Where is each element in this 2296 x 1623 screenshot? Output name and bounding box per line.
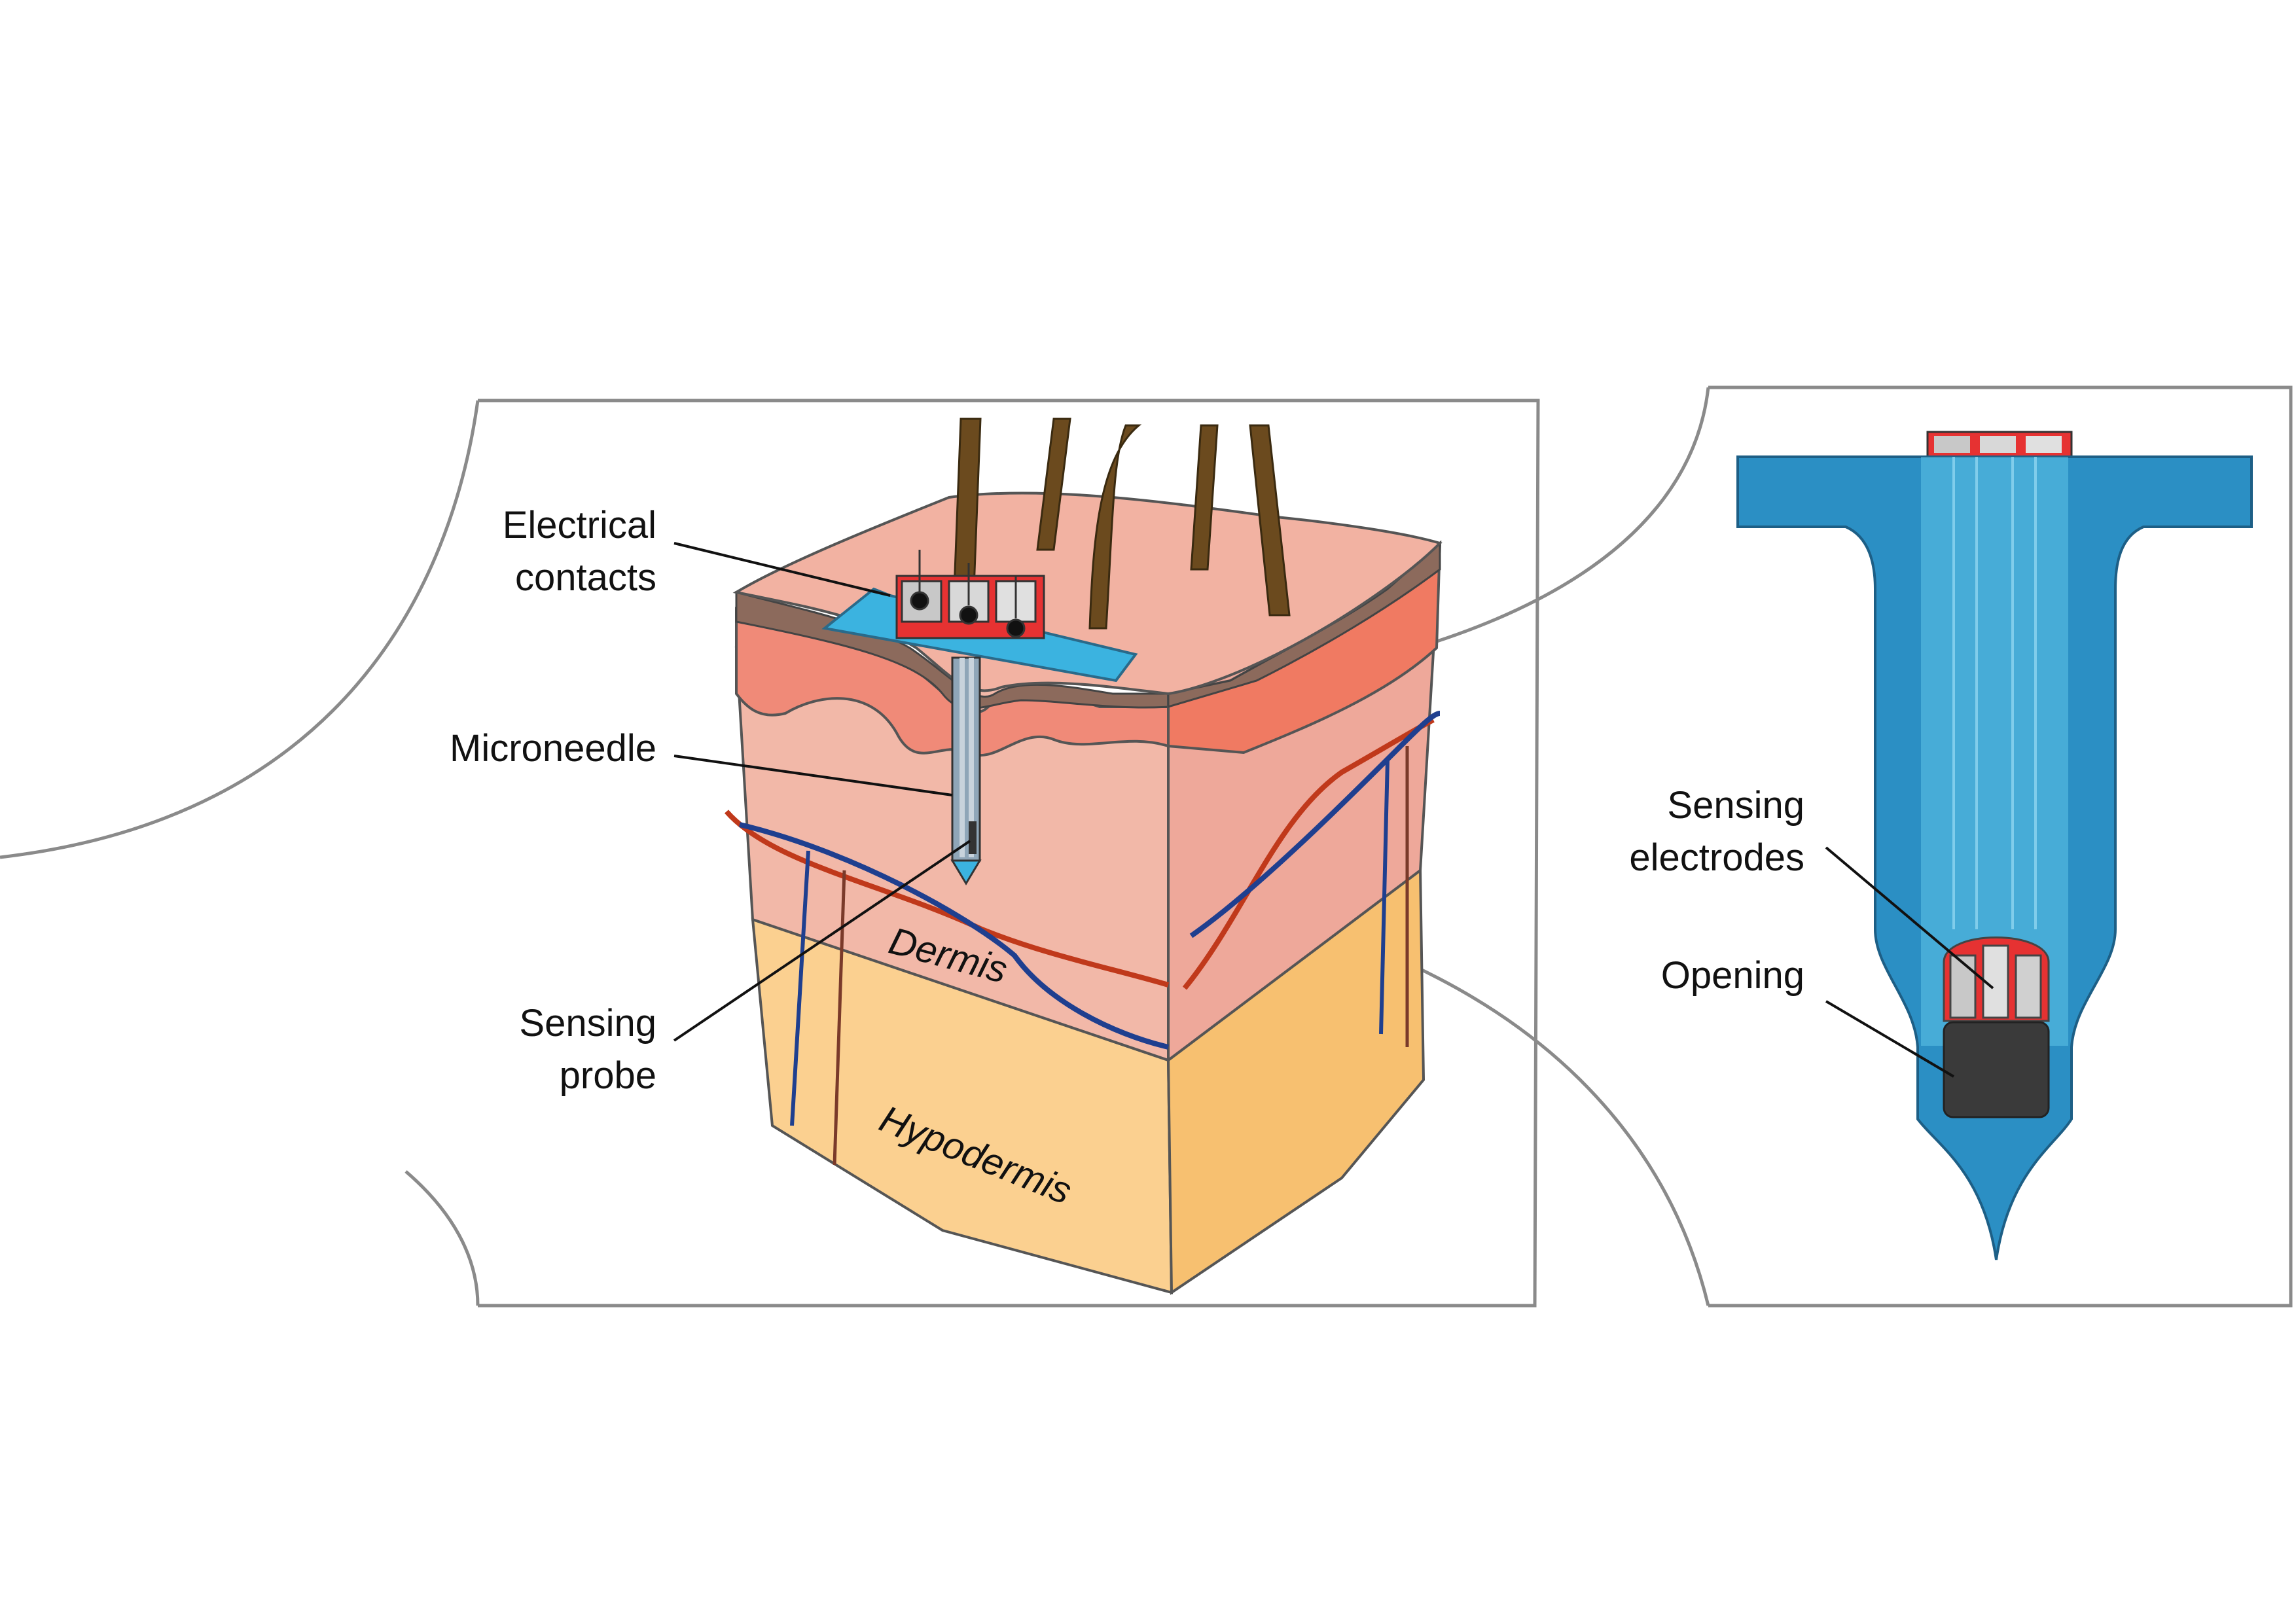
electrical-contacts-label-line2: contacts bbox=[515, 556, 656, 599]
detail-opening bbox=[1943, 1021, 2050, 1118]
electrical-contacts bbox=[895, 550, 1045, 639]
microneedle-tip bbox=[950, 859, 982, 885]
sensing-probe-leader bbox=[673, 840, 971, 1042]
opening-label: Opening bbox=[1661, 954, 1804, 997]
sensing-electrodes-leader bbox=[1825, 846, 1994, 990]
opening-leader bbox=[1825, 1000, 1955, 1078]
skin-block bbox=[724, 418, 1443, 1295]
sensing-electrodes-label-line1: Sensing bbox=[1667, 784, 1804, 827]
electrical-contacts-leader bbox=[673, 542, 891, 597]
sensing-electrodes-label-line2: electrodes bbox=[1629, 836, 1804, 879]
sensing-probe-label-line1: Sensing bbox=[519, 1002, 656, 1044]
sensing-probe-label-line2: probe bbox=[560, 1054, 656, 1097]
sensing-probe bbox=[969, 821, 977, 854]
vein-right-down bbox=[1379, 758, 1390, 1035]
right-callouts: Sensing electrodes Opening bbox=[1629, 784, 1994, 1078]
microneedle-leader bbox=[673, 755, 953, 796]
artery-left-down bbox=[833, 870, 846, 1166]
blood-vessels bbox=[724, 711, 1441, 1166]
needle-detail bbox=[1736, 431, 2253, 1260]
magnifier-curve-bottom bbox=[404, 1170, 480, 1306]
skin-panel-frame bbox=[0, 399, 1540, 1308]
microneedle-label: Microneedle bbox=[450, 727, 656, 770]
vein-right bbox=[1189, 711, 1441, 938]
vein-left-down bbox=[790, 850, 810, 1126]
magnifier-curve-left bbox=[0, 400, 480, 859]
microneedle-device bbox=[821, 550, 1138, 885]
vein-left bbox=[739, 822, 1169, 1050]
electrical-contacts-label-line1: Electrical bbox=[503, 504, 656, 546]
detail-sensing-electrodes bbox=[1943, 936, 2050, 1022]
hairs bbox=[953, 418, 1291, 630]
artery-right bbox=[1182, 717, 1435, 990]
